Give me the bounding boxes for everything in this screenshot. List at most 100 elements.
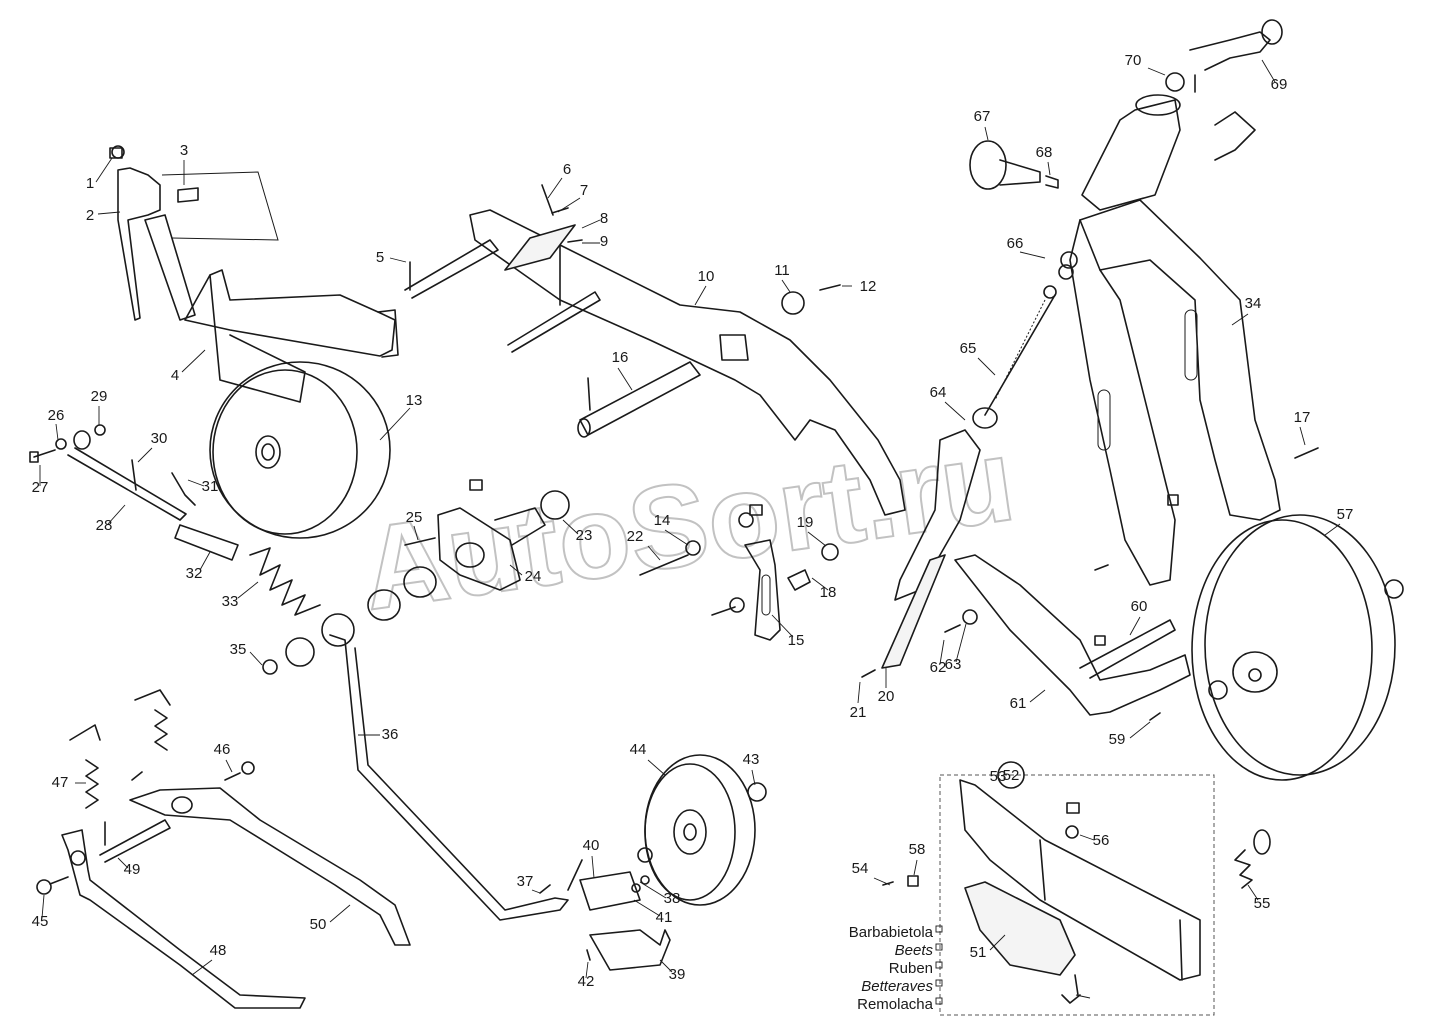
callout-29: 29 bbox=[91, 388, 108, 405]
leader-line bbox=[1075, 994, 1091, 999]
springs-part-46 bbox=[69, 689, 171, 809]
callout-12: 12 bbox=[860, 278, 877, 295]
leader-line bbox=[1129, 616, 1141, 636]
bracket-part-38 bbox=[589, 929, 671, 971]
callout-31: 31 bbox=[202, 478, 219, 495]
callout-9: 9 bbox=[600, 233, 608, 250]
main-arm-part-10 bbox=[469, 209, 906, 516]
callout-33: 33 bbox=[222, 593, 239, 610]
crank-tube bbox=[1081, 19, 1283, 211]
callout-47: 47 bbox=[52, 774, 69, 791]
leader-line bbox=[41, 894, 45, 919]
leader-line bbox=[379, 407, 411, 441]
callout-60: 60 bbox=[1131, 598, 1148, 615]
callout-34: 34 bbox=[1245, 295, 1262, 312]
leader-line bbox=[1029, 689, 1046, 703]
callout-57: 57 bbox=[1337, 506, 1354, 523]
callout-40: 40 bbox=[583, 837, 600, 854]
left-bracket-part-2 bbox=[111, 145, 279, 321]
leader-line bbox=[187, 479, 205, 487]
leader-line bbox=[531, 889, 541, 894]
callout-25: 25 bbox=[406, 509, 423, 526]
leader-line bbox=[1324, 523, 1341, 536]
hardware bbox=[29, 72, 1404, 961]
leader-line bbox=[55, 423, 59, 441]
inset-group-52: 52 Barbabietola Beets Ruben Betteraves R… bbox=[849, 761, 1271, 1016]
leader-line bbox=[225, 759, 233, 773]
callout-56: 56 bbox=[1093, 832, 1110, 849]
callout-50: 50 bbox=[310, 916, 327, 933]
leader-line bbox=[913, 859, 918, 876]
callout-26: 26 bbox=[48, 407, 65, 424]
column-part-33 bbox=[1069, 199, 1281, 586]
callout-16: 16 bbox=[612, 349, 629, 366]
callout-4: 4 bbox=[171, 367, 179, 384]
callout-69: 69 bbox=[1271, 76, 1288, 93]
callout-62: 62 bbox=[930, 659, 947, 676]
scraper-part-20 bbox=[881, 554, 946, 669]
leader-line bbox=[117, 857, 129, 869]
callout-27: 27 bbox=[32, 479, 49, 496]
shaft-part-16 bbox=[577, 361, 701, 438]
leader-line bbox=[664, 529, 689, 546]
callout-43: 43 bbox=[743, 751, 760, 768]
leader-line bbox=[389, 257, 407, 263]
leader-line bbox=[581, 219, 601, 229]
main-frame-part-4 bbox=[184, 269, 399, 403]
knob-part-66 bbox=[969, 140, 1041, 190]
callout-10: 10 bbox=[698, 268, 715, 285]
leader-line bbox=[413, 525, 419, 541]
callout-28: 28 bbox=[96, 517, 113, 534]
leader-line bbox=[633, 899, 661, 917]
washer-part-34 bbox=[262, 659, 278, 675]
callout-42: 42 bbox=[578, 973, 595, 990]
wheel-part-56 bbox=[1191, 514, 1396, 781]
pedal-arm-part-49 bbox=[129, 787, 411, 946]
leader-line bbox=[585, 961, 589, 979]
leader-line bbox=[617, 367, 633, 391]
callout-70: 70 bbox=[1125, 52, 1142, 69]
leader-line bbox=[509, 564, 523, 576]
leader-line bbox=[781, 279, 791, 293]
leader-line bbox=[771, 614, 794, 638]
callout-63: 63 bbox=[945, 656, 962, 673]
leader-line bbox=[989, 934, 1006, 951]
leader-line bbox=[1299, 426, 1306, 446]
bracket-part-60 bbox=[954, 554, 1191, 716]
callout-22: 22 bbox=[627, 528, 644, 545]
leader-line bbox=[95, 157, 113, 183]
frame-part-47 bbox=[61, 829, 306, 1009]
callout-65: 65 bbox=[960, 340, 977, 357]
callout-59: 59 bbox=[1109, 731, 1126, 748]
callout-45: 45 bbox=[32, 913, 49, 930]
callout-8: 8 bbox=[600, 210, 608, 227]
leader-line bbox=[137, 447, 153, 463]
label-barbabietola: Barbabietola bbox=[849, 924, 934, 941]
callout-23: 23 bbox=[576, 527, 593, 544]
callout-49: 49 bbox=[124, 861, 141, 878]
callout-15: 15 bbox=[788, 632, 805, 649]
leader-line bbox=[659, 959, 673, 973]
washer-part-42b bbox=[637, 847, 653, 863]
leader-line bbox=[181, 349, 206, 373]
callout-46: 46 bbox=[214, 741, 231, 758]
callout-39: 39 bbox=[669, 966, 686, 983]
hub-block-part-24 bbox=[437, 507, 546, 591]
callout-48: 48 bbox=[210, 942, 227, 959]
callout-36: 36 bbox=[382, 726, 399, 743]
leader-line bbox=[647, 759, 666, 776]
sleeve-part-31 bbox=[174, 524, 239, 561]
callout-19: 19 bbox=[797, 514, 814, 531]
callout-53: 53 bbox=[990, 768, 1007, 785]
plate-part-8 bbox=[504, 224, 576, 271]
callout-11: 11 bbox=[774, 262, 790, 279]
leader-line bbox=[191, 959, 213, 976]
callout-51: 51 bbox=[970, 944, 987, 961]
leader-line bbox=[1019, 251, 1046, 259]
leader-line bbox=[547, 177, 563, 199]
leader-line bbox=[1247, 884, 1259, 901]
leader-line bbox=[639, 881, 667, 899]
callout-37: 37 bbox=[517, 873, 534, 890]
callout-14: 14 bbox=[654, 512, 671, 529]
callout-35: 35 bbox=[230, 641, 247, 658]
